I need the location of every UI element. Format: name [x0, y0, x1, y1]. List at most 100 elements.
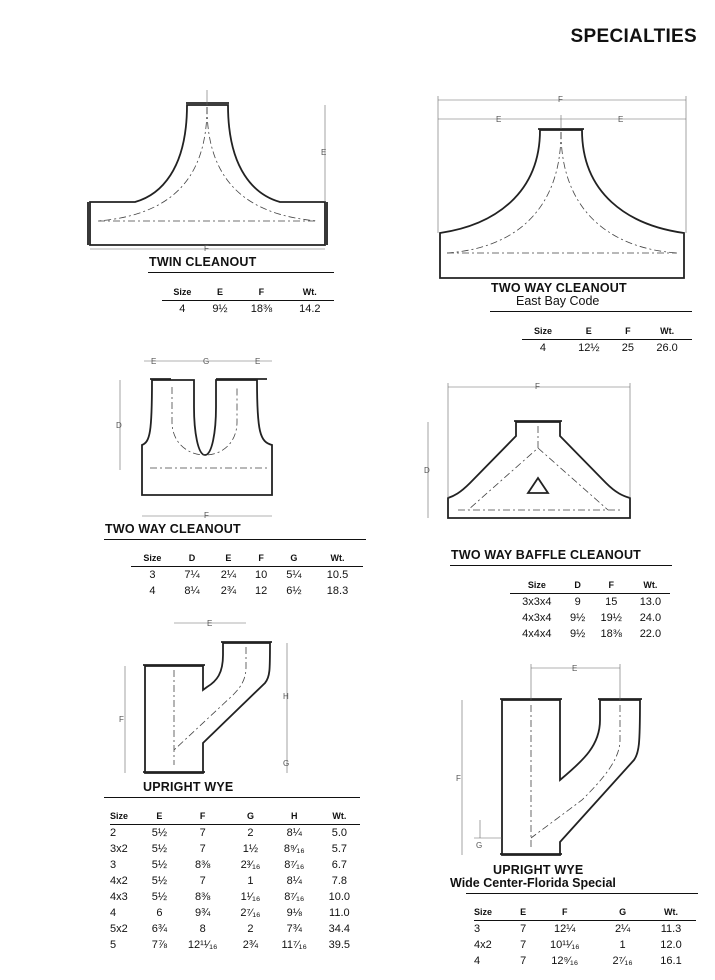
- table-cell: 4: [539, 342, 546, 354]
- table-cell: 5: [110, 939, 117, 951]
- table-cell: 4: [179, 303, 186, 315]
- drawing-line: Size E F G H Wt.: [110, 811, 360, 825]
- dim-f-label: F: [535, 382, 540, 391]
- table-header-cell: Wt.: [318, 811, 360, 825]
- drawing-line: Size D E F G Wt.: [131, 553, 363, 567]
- table-cell: 1¹⁄₁₆: [240, 891, 261, 903]
- table-cell: 3: [149, 569, 156, 581]
- table-cell: 8⁷⁄₁₆: [284, 891, 305, 903]
- table-cell: 39.5: [328, 939, 351, 951]
- table-header-row: Size E F Wt.: [522, 326, 692, 340]
- table-cell: 5½: [151, 891, 168, 903]
- dim-e-label-2: E: [255, 357, 260, 366]
- drawing-line: [560, 131, 678, 254]
- table-cell: 7: [199, 843, 206, 855]
- upright-wye-florida-subcaption: Wide Center-Florida Special: [450, 876, 616, 890]
- drawing-line: [144, 642, 271, 774]
- table-cell: 10.5: [326, 569, 349, 581]
- table-header-cell: F: [591, 580, 631, 594]
- col-f: F: [237, 287, 286, 301]
- table-cell: 2¼: [220, 569, 237, 581]
- caption-rule: [466, 893, 698, 894]
- dim-f-label: F: [204, 511, 209, 520]
- table-cell: 4x4x4: [522, 628, 552, 640]
- table-cell: 19½: [600, 612, 622, 624]
- two-way-cleanout-east-bay-drawing: F E E: [437, 95, 687, 279]
- table-cell: 18⅜: [250, 303, 273, 315]
- table-cell: 11.0: [329, 907, 350, 919]
- table-header-cell: Wt.: [646, 907, 696, 921]
- table-cell: 12¼: [554, 923, 576, 935]
- upright-wye-florida-caption: UPRIGHT WYE: [493, 863, 584, 877]
- table-cell: 3: [474, 923, 481, 935]
- table-cell: 7: [199, 827, 206, 839]
- caption-rule: [148, 272, 334, 273]
- table-cell: 2⁷⁄₁₆: [612, 955, 633, 967]
- table-cell: 6: [156, 907, 163, 919]
- drawing-line: [171, 387, 238, 456]
- drawing-line: [173, 647, 247, 751]
- table-cell: 7: [520, 939, 527, 951]
- table-cell: 16.1: [660, 955, 682, 967]
- table-cell: 3: [110, 859, 117, 871]
- caption-rule: [104, 797, 360, 798]
- table-header-cell: D: [173, 553, 211, 567]
- table-cell: 7: [199, 875, 206, 887]
- drawing-line: Size E F G Wt.: [474, 907, 696, 921]
- table-header-cell: Size: [110, 811, 145, 825]
- dim-f-label: F: [119, 715, 124, 724]
- table-cell: 7: [520, 955, 527, 967]
- table-cell: 8⅜: [194, 891, 211, 903]
- two-way-cleanout-eb-subcaption: East Bay Code: [516, 294, 600, 308]
- dim-f-label: F: [558, 95, 563, 104]
- dim-h-label: H: [283, 692, 289, 701]
- table-cell: 2: [247, 923, 254, 935]
- table-cell: 8⁷⁄₁₆: [284, 859, 305, 871]
- table-cell: 1: [247, 875, 254, 887]
- table-cell: 2¾: [242, 939, 259, 951]
- dim-e-label: E: [321, 148, 326, 157]
- table-cell: 1: [619, 939, 626, 951]
- table-cell: 2⁷⁄₁₆: [240, 907, 261, 919]
- dim-e-label: E: [572, 664, 577, 673]
- table-cell: 4x2: [474, 939, 492, 951]
- drawing-line: Size E F Wt.: [522, 326, 692, 340]
- table-cell: 5¼: [286, 569, 302, 581]
- table-header-cell: Size: [510, 580, 564, 594]
- table-cell: 15: [605, 596, 618, 608]
- caption-rule: [450, 565, 672, 566]
- table-cell: 22.0: [639, 628, 662, 640]
- dim-e-label: E: [207, 619, 212, 628]
- table-header-row: Size E F G H Wt.: [110, 811, 360, 825]
- table-cell: 12.0: [660, 939, 682, 951]
- table-cell: 4: [149, 585, 156, 597]
- two-way-cleanout-eb-caption: TWO WAY CLEANOUT: [491, 281, 627, 295]
- drawing-line: Size E F Wt.: [162, 287, 334, 301]
- table-header-cell: F: [613, 326, 643, 340]
- table-cell: 26.0: [656, 342, 678, 354]
- table-header-cell: E: [516, 907, 531, 921]
- twin-cleanout-caption: TWIN CLEANOUT: [149, 255, 257, 269]
- table-cell: 5.7: [331, 843, 347, 855]
- table-cell: 34.4: [328, 923, 351, 935]
- drawing-line: [446, 131, 562, 254]
- drawing-line: Size D F Wt.: [510, 580, 670, 594]
- table-cell: 9½: [570, 628, 586, 640]
- table-header-cell: F: [246, 553, 276, 567]
- table-header-cell: G: [275, 553, 313, 567]
- table-header-cell: G: [231, 811, 270, 825]
- table-cell: 7¼: [184, 569, 200, 581]
